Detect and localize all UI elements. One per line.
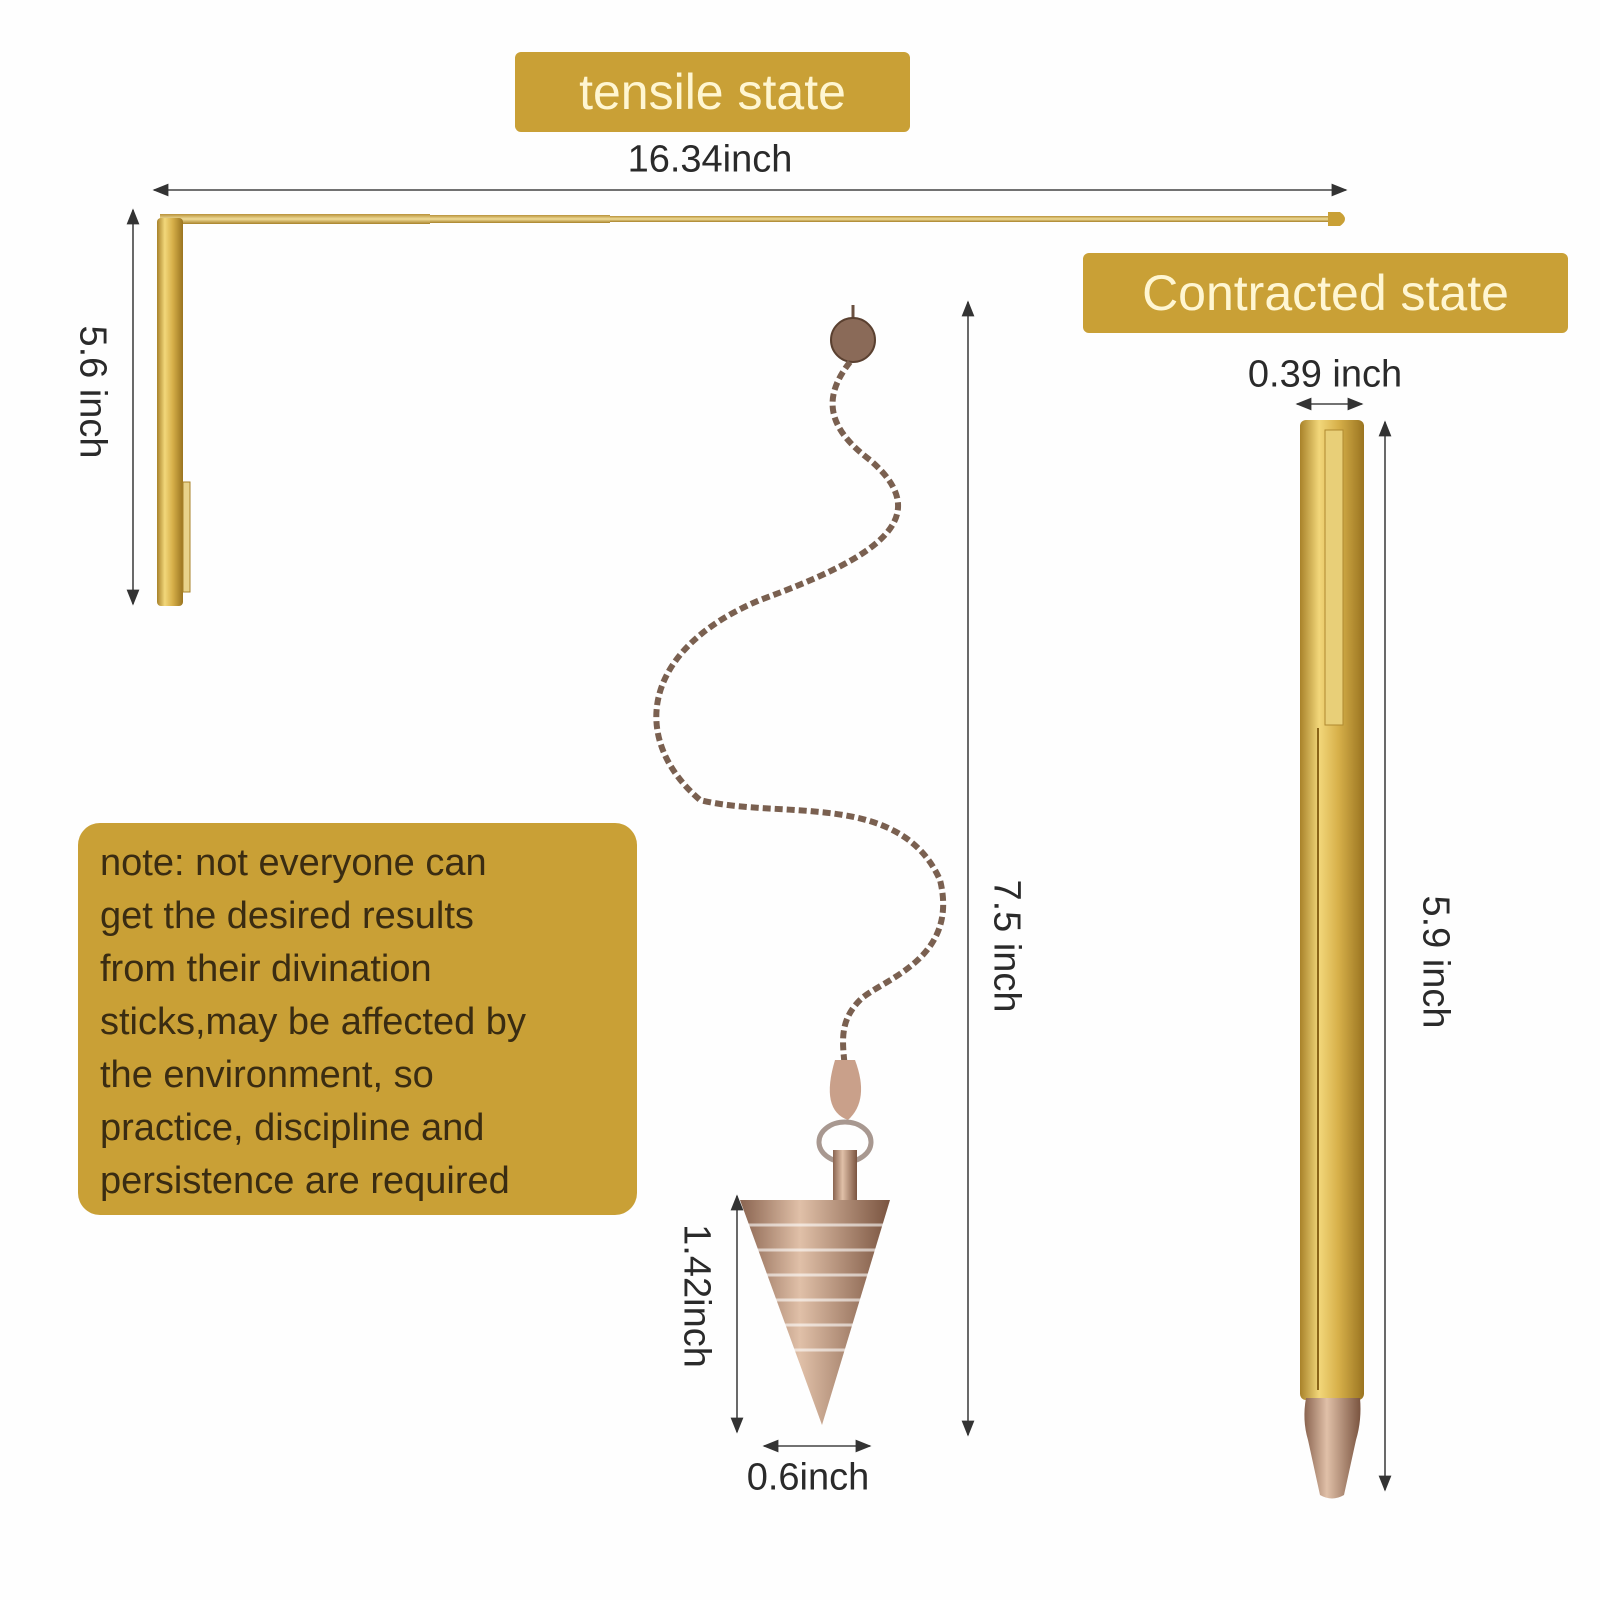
note-line: note: not everyone can [100, 842, 487, 884]
dimension-arrows [126, 183, 1392, 1492]
tensile-state-badge: tensile state [515, 52, 910, 132]
pendulum-tip-length-label: 1.42inch [675, 1224, 718, 1368]
dowsing-rod-contracted [1300, 420, 1364, 1499]
note-line: persistence are required [100, 1160, 510, 1202]
contracted-length-label: 5.9 inch [1414, 895, 1457, 1029]
note-line: from their divination [100, 948, 432, 990]
note-line: sticks,may be affected by [100, 1001, 526, 1043]
tensile-length-label: 16.34inch [627, 138, 793, 181]
pendulum-length-label: 7.5 inch [985, 879, 1028, 1013]
pendulum [653, 305, 946, 1425]
contracted-width-label: 0.39 inch [1247, 353, 1403, 396]
note-box: note: not everyone can get the desired r… [78, 823, 637, 1215]
note-line: get the desired results [100, 895, 474, 937]
dowsing-rod-extended [157, 212, 1345, 606]
pendulum-tip-width-label: 0.6inch [746, 1456, 870, 1499]
tensile-height-label: 5.6 inch [71, 325, 114, 459]
note-line: practice, discipline and [100, 1107, 485, 1149]
contracted-state-badge: Contracted state [1083, 253, 1568, 333]
note-line: the environment, so [100, 1054, 434, 1096]
